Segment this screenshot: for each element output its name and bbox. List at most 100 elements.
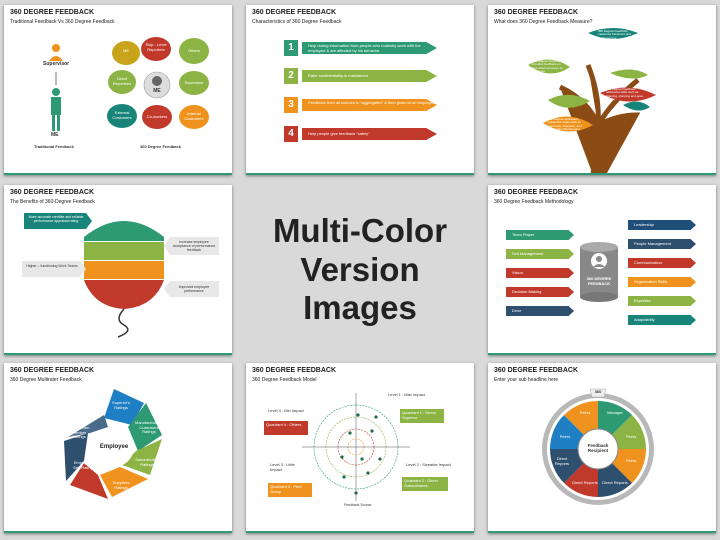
wheel-segment: Peers [625,458,637,463]
petal-label: Skip - Level Reporters [145,42,167,52]
slide-title: 360 DEGREE FEEDBACK [494,367,579,374]
multirater-segment: Other Team Member Ratings [68,425,90,440]
concentric-target-graphic [302,393,410,501]
quadrant-box: Quadrant 4 : Others [264,421,308,435]
method-left-item: Self Management [506,249,574,259]
slide-thumbnail-2[interactable]: 360 DEGREE FEEDBACK Characteristics of 3… [246,5,474,175]
slide-thumbnail-7[interactable]: 360 DEGREE FEEDBACK 360 Degree Feedback … [246,363,474,533]
slide-title: 360 DEGREE FEEDBACK [494,189,579,196]
quadrant-box: Quadrant 3 : Peer Group [268,483,312,497]
level-label: Level 3 : Little Impact [270,462,295,472]
step-bar: Feedback from all sources is "aggregated… [302,99,437,111]
circular-wheel-graphic [542,388,654,505]
wheel-segment: Direct Reports [572,480,598,485]
quadrant-box: Quadrant 1 : Direct Superior [400,409,444,423]
employee-hub: Employee [99,444,129,450]
wheel-segment: Peers [625,434,637,439]
step-number: 1 [284,40,298,56]
me-label: ME [51,132,59,138]
multirater-segment: Superior's Ratings [112,400,130,410]
leaf-text: 360 Degree Feedback provides feedback on… [532,59,564,74]
method-right-item: Communication [628,258,696,268]
step-number: 3 [284,97,298,113]
benefit-callout: Higher – functioning Work Teams [26,264,78,268]
wheel-hub: Feedback Recipient [587,443,609,454]
banner-line-1: Multi-Color [272,211,448,249]
slide-title: 360 DEGREE FEEDBACK [10,367,95,374]
step-bar: Help during information from people who … [302,42,437,54]
slide-thumbnail-1[interactable]: 360 DEGREE FEEDBACK Traditional Feedback… [4,5,232,175]
traditional-feedback-label: Traditional Feedback [34,144,74,149]
wheel-segment: Direct Reports [554,456,569,466]
banner-line-2: Version Images [300,250,420,327]
wheel-segment: Peers [579,410,591,415]
wheel-top-label: 360 [594,389,602,394]
slide-subtitle: 360 Degree Feedback Methodology [494,199,574,205]
multirater-segment: Employee's Self Ratings [73,460,95,470]
tree-graphic [528,28,656,175]
leaf-text: 360 Degree Feedback addresses skills suc… [606,87,644,102]
petal-label: Supervisor [184,80,204,85]
method-right-item: Organization Skills [628,277,696,287]
multirater-segment: Subordinates Ratings [135,457,159,467]
slide-title: 360 DEGREE FEEDBACK [494,9,579,16]
method-right-item: Leadership [628,220,696,230]
multirater-segment: Suppliers Ratings [112,480,130,490]
slide-title: 360 DEGREE FEEDBACK [252,367,337,374]
lightbulb-graphic [22,213,219,338]
petal-label: External Customers [112,110,132,120]
petal-label: Internal Customers [184,111,204,121]
slide-subtitle: 360 Degree Multirater Feedback [10,377,82,383]
method-left-item: Drive [506,306,574,316]
wheel-segment: Peers [559,434,571,439]
step-number: 2 [284,68,298,84]
slide-subtitle: Enter your sub headline here [494,377,559,383]
petal-label: Direct Reportees [112,76,132,86]
level-label: Level 4 : Min Impact [268,408,304,413]
leaf-text: 360 Degree Feedback measures behaviors a… [598,29,631,40]
wheel-segment: Direct Reports [602,480,628,485]
method-left-item: Vision [506,268,574,278]
method-left-item: Team Player [506,230,574,240]
multirater-segment: Manufactures & Customers Ratings [134,420,163,435]
slide-subtitle: The Benefits of 360-Degree Feedback [10,199,95,205]
slide-thumbnail-8[interactable]: 360 DEGREE FEEDBACK Enter your sub headl… [488,363,716,533]
360-feedback-label: 360 Degree Feedback [140,144,181,149]
slide-subtitle: Characteristics of 360 Degree Feedback [252,19,342,25]
petal-label: ME [123,48,129,53]
me-hub-label: ME [153,88,161,94]
step-bar: Rater confidentiality is maintained [302,70,437,82]
slide-title: 360 DEGREE FEEDBACK [10,9,95,16]
level-label: Level 1 : Max Impact [388,392,425,397]
step-bar: Help people give feedback "safely" [302,128,437,140]
cylinder-graphic [580,242,618,302]
method-right-item: People Management [628,239,696,249]
slide-thumbnail-6[interactable]: 360 DEGREE FEEDBACK 360 Degree Multirate… [4,363,232,533]
benefit-callout: Increase employee acceptance of performa… [172,240,216,253]
method-left-item: Decision Making [506,287,574,297]
slide-subtitle: What does 360 Degree Feedback Measure? [494,19,593,25]
cylinder-label: 360 DEGREE FEEDBACK [586,276,612,286]
slide-thumbnail-4[interactable]: 360 DEGREE FEEDBACK The Benefits of 360-… [4,185,232,355]
hexagon-cycle-graphic [64,389,162,499]
center-banner: Multi-Color Version Images [243,187,477,353]
petal-label: Others [187,48,200,53]
supervisor-label: Supervisor [43,61,70,67]
slide-title: 360 DEGREE FEEDBACK [10,189,95,196]
method-right-item: Expertise [628,296,696,306]
wheel-segment: Manager [607,410,623,415]
traditional-vs-360-graphic [49,37,209,131]
level-label: Level 2 : Sizeable Impact [406,462,451,467]
leaf-text: 360 Degree addresses subjective areas su… [548,117,582,132]
benefit-callout: Improved employee performance [178,285,210,294]
benefit-callout: More accurate credible and reliable perf… [28,215,84,224]
slide-subtitle: 360 Degree Feedback Model [252,377,317,383]
method-right-item: Adaptability [628,315,696,325]
slide-title: 360 DEGREE FEEDBACK [252,9,337,16]
quadrant-box: Quadrant 2 : Direct Subordinates [402,477,448,491]
slide-subtitle: Traditional Feedback Vs 360 Degree Feedb… [10,19,115,25]
slide-thumbnail-5[interactable]: 360 DEGREE FEEDBACK 360 Degree Feedback … [488,185,716,355]
feedback-source-label: Feedback Source [344,503,372,507]
slide-thumbnail-3[interactable]: 360 DEGREE FEEDBACK What does 360 Degree… [488,5,716,175]
petal-label: Co-workers [146,114,168,119]
